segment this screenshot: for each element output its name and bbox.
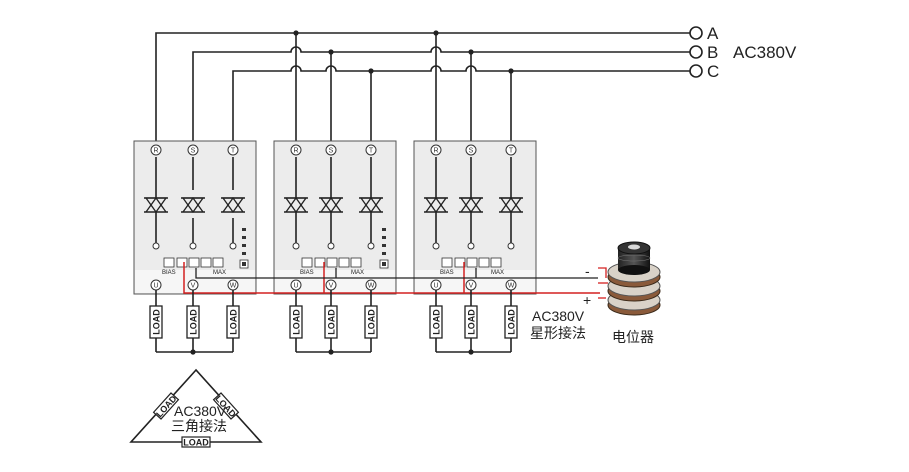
delta-voltage-label: AC380V: [174, 403, 227, 419]
potentiometer-icon: [598, 241, 661, 316]
bias-label: BIAS: [300, 270, 314, 276]
bias-label: BIAS: [162, 270, 176, 276]
load-label: LOAD: [367, 309, 377, 335]
load-label: LOAD: [432, 309, 442, 335]
load-label: LOAD: [152, 309, 162, 335]
terminal-s: S: [191, 148, 196, 155]
potentiometer-label: 电位器: [612, 329, 654, 345]
load-resistor: [289, 305, 303, 339]
star-junction: [328, 349, 334, 355]
terminal-s: S: [329, 148, 334, 155]
load-label: LOAD: [327, 309, 337, 335]
max-label: MAX: [213, 270, 226, 276]
terminal-w: W: [368, 283, 375, 290]
load-label: LOAD: [467, 309, 477, 335]
load-label: LOAD: [189, 309, 199, 335]
phase-c-label: C: [707, 62, 719, 81]
scr-module-3: R S T BIAS MAX U V: [413, 140, 537, 295]
terminal-r: R: [153, 148, 158, 155]
star-voltage-label: AC380V: [532, 308, 585, 324]
pot-minus-sign: -: [585, 263, 590, 279]
load-label: LOAD: [229, 309, 239, 335]
load-resistor: [149, 305, 163, 339]
terminal-t: T: [231, 148, 236, 155]
thyristor-icon: [181, 157, 205, 244]
terminal-w: W: [230, 283, 237, 290]
terminal-r: R: [293, 148, 298, 155]
thyristor-icon: [424, 157, 448, 244]
thyristor-icon: [144, 157, 168, 244]
supply-bus: [155, 30, 690, 143]
delta-load-bottom-label: LOAD: [183, 438, 209, 448]
pot-plus-sign: +: [583, 292, 591, 308]
delta-connection: LOAD LOAD LOAD AC380V 三角接法: [129, 368, 263, 448]
terminal-w: W: [508, 283, 515, 290]
load-resistor: [364, 305, 378, 339]
thyristor-icon: [284, 157, 308, 244]
terminal-u: U: [433, 283, 438, 290]
terminal-v: V: [191, 283, 196, 290]
load-resistor: [324, 305, 338, 339]
load-resistor: [226, 305, 240, 339]
terminal-t: T: [509, 148, 514, 155]
max-label: MAX: [351, 270, 364, 276]
control-wiring: - +: [183, 262, 600, 308]
scr-module-2: R S T BIAS: [273, 140, 397, 295]
load-resistor: [464, 305, 478, 339]
terminal-v: V: [329, 283, 334, 290]
load-resistors: LOAD LOAD LOAD LOAD LOAD LOAD LOAD LOAD LOAD: [149, 290, 518, 355]
phase-b-label: B: [707, 43, 718, 62]
bias-label: BIAS: [440, 270, 454, 276]
thyristor-icon: [359, 157, 383, 244]
terminal-r: R: [433, 148, 438, 155]
max-label: MAX: [491, 270, 504, 276]
phase-terminals: A B C AC380V: [689, 24, 797, 81]
load-resistor: [186, 305, 200, 339]
delta-method-label: 三角接法: [171, 418, 227, 434]
scr-module-1: R S T: [133, 140, 257, 295]
terminal-u: U: [293, 283, 298, 290]
terminal-u: U: [153, 283, 158, 290]
thyristor-icon: [499, 157, 523, 244]
load-label: LOAD: [507, 309, 517, 335]
terminal-t: T: [369, 148, 374, 155]
load-label: LOAD: [292, 309, 302, 335]
load-resistor: [429, 305, 443, 339]
thyristor-icon: [319, 157, 343, 244]
phase-a-label: A: [707, 24, 719, 43]
terminal-v: V: [469, 283, 474, 290]
load-resistor: [504, 305, 518, 339]
supply-voltage-label: AC380V: [733, 43, 797, 62]
star-junction: [190, 349, 196, 355]
thyristor-icon: [459, 157, 483, 244]
terminal-s: S: [469, 148, 474, 155]
thyristor-icon: [221, 157, 245, 244]
star-junction: [468, 349, 474, 355]
star-method-label: 星形接法: [530, 325, 586, 341]
